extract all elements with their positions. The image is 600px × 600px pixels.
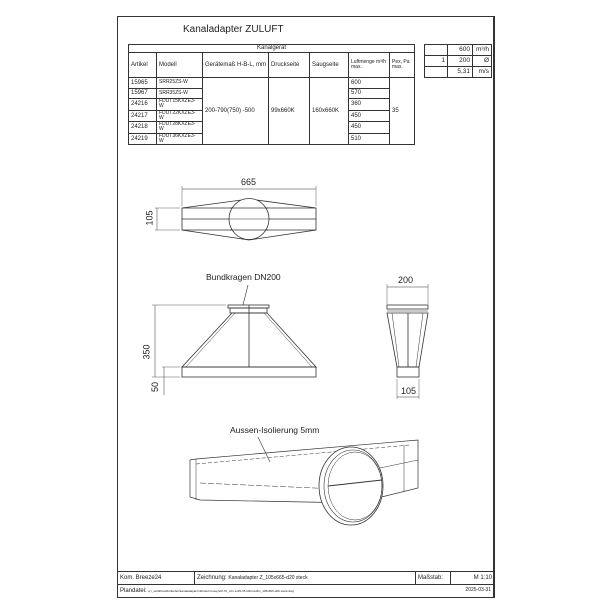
isometric-view [189,436,419,526]
flow-unit: m/s [472,66,492,78]
dimension-width: 665 [241,177,257,187]
cell-luftmenge: 510 [348,132,390,145]
collar-label: Bundkragen DN200 [206,272,281,282]
dimension-side-top: 200 [398,275,414,285]
massstab-label: Maßstab: [415,571,451,585]
date: 2025-03-31 [465,586,491,593]
dimension-front-height: 350 [141,344,152,360]
plandatei-path: q:\_sw\fkl\mafi\zubehör\kanaladapter\mfb… [148,588,294,593]
cell-luftmenge: 450 [348,121,390,134]
drawing-title: Kanaladapter ZULUFT [183,24,284,35]
dimension-base: 50 [150,381,161,393]
col-header: Pex, Pa max. [389,52,415,78]
front-view [152,284,317,395]
cell-druckseite: 99x660K [268,77,310,145]
title-block: Kom. Breeze24 Zeichnung: Kanaladapter Z_… [117,571,495,598]
top-view [155,186,317,241]
flow-value: 5,31 [447,66,473,78]
kom: Kom. Breeze24 [117,571,195,585]
cell-pex: 35 [389,77,415,145]
massstab: M 1:10 [450,571,495,585]
side-view [386,284,429,399]
dimension-height: 105 [144,210,155,226]
device-table: Kanalgerät Artikel Modell Gerätemaß H-B-… [128,44,415,145]
col-header: Luftmenge m³/h max. [348,52,390,78]
cell-geraetemass: 200-790(750) -500 [202,77,269,145]
flow-unit: Ø [472,55,492,67]
dimension-side-bottom: 105 [401,386,417,396]
drawing-frame [117,16,495,598]
plandatei-label: Plandatei: [120,587,147,594]
col-header: Artikel [128,52,157,78]
insulation-label: Aussen-Isolierung 5mm [230,425,320,435]
cell-modell: FDUT28KXZE3-W [156,121,203,134]
zeichnung: Kanaladapter Z_105x665-d20 steck [228,574,308,581]
zeichnung-label: Zeichnung: [197,574,227,581]
cell-modell: FDUT36KXZE3-W [156,132,203,145]
cell-saugseite: 160x660K [309,77,349,145]
col-header: Modell [156,52,203,78]
